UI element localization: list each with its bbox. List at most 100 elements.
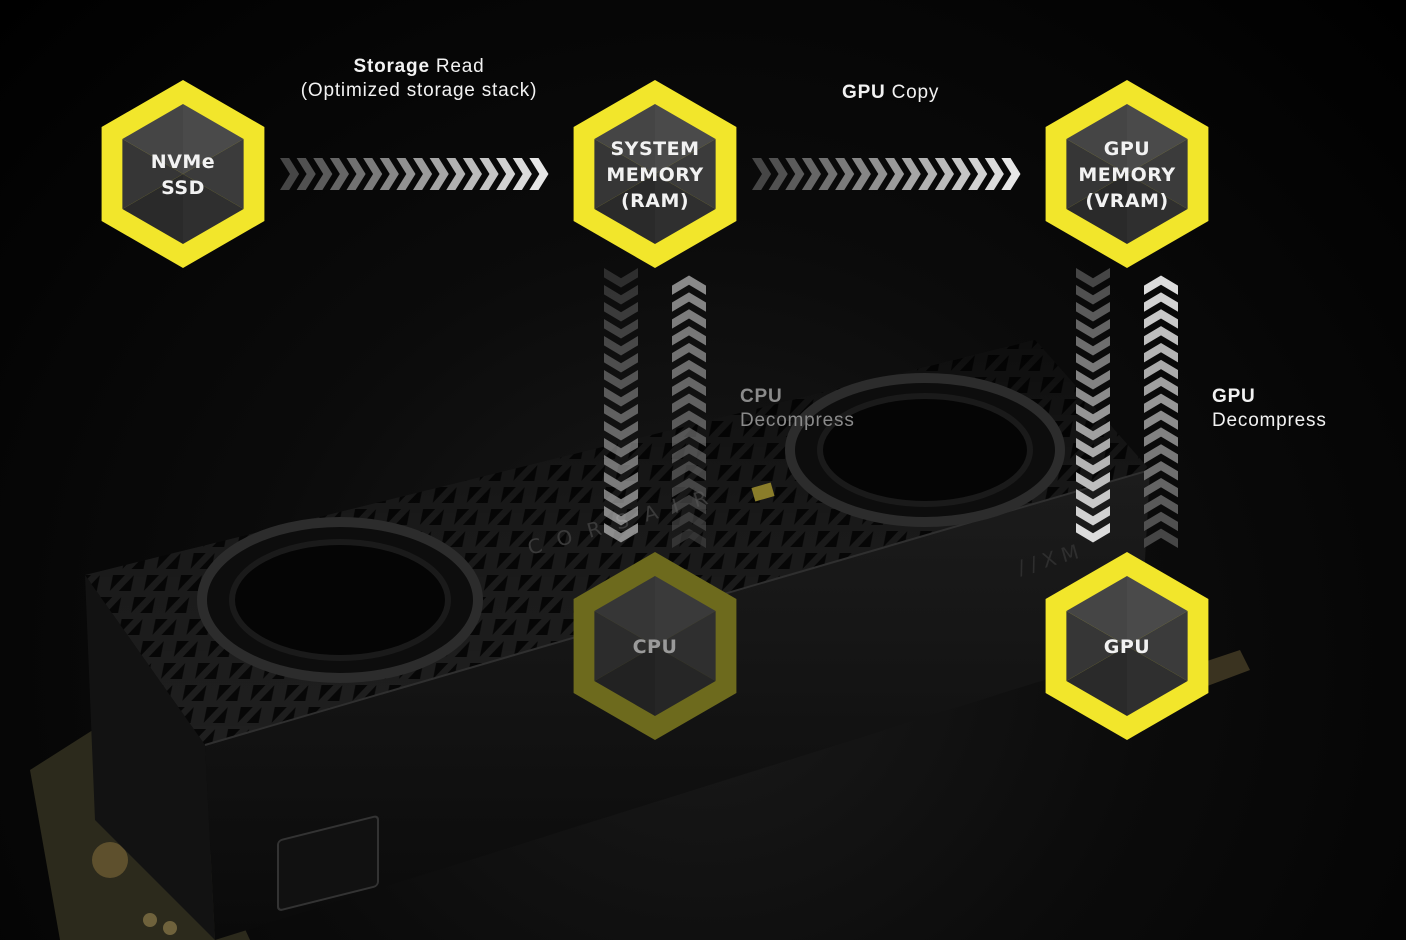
chevron (901, 158, 921, 190)
chevron (604, 506, 638, 526)
chevron (1144, 477, 1178, 498)
chevron (885, 158, 905, 190)
chevron (1076, 268, 1110, 288)
fan-ring-right (785, 373, 1065, 527)
gpu-copy-label: GPU Copy (842, 81, 939, 105)
chevron (280, 158, 300, 190)
chevron (1144, 309, 1178, 329)
chevron (1076, 523, 1110, 543)
gpu-copy-title-rest: Copy (885, 82, 940, 103)
hex-face (594, 611, 655, 681)
hex-face (122, 174, 183, 244)
chevron (1076, 319, 1110, 339)
chevron (1076, 489, 1110, 509)
chevron (672, 511, 706, 532)
chevron (346, 158, 366, 190)
cpu-decompress-title: CPU (740, 386, 783, 407)
cpu-node: CPU (573, 552, 737, 740)
chevron (329, 158, 349, 190)
hex-face (1127, 646, 1188, 716)
chevron (363, 158, 383, 190)
chevron (672, 528, 706, 548)
chevron (868, 158, 888, 190)
chevron (604, 421, 638, 441)
chevron (604, 336, 638, 356)
cpu-decompress-down-arrow (604, 268, 638, 543)
chevron (1076, 506, 1110, 526)
fan-ring-left (197, 517, 483, 683)
chevron (1144, 494, 1178, 515)
gpu-decompress-up-arrow (1144, 275, 1178, 548)
chevron (672, 444, 706, 464)
chevron (672, 309, 706, 329)
node-label-line: (RAM) (621, 190, 689, 212)
chevron (1076, 302, 1110, 322)
hex-face (1127, 139, 1188, 209)
chevron (672, 342, 706, 363)
chevron (1144, 410, 1178, 430)
chevron (672, 326, 706, 346)
chevron (1144, 326, 1178, 346)
chevron (768, 158, 788, 190)
node-label-line: CPU (633, 636, 678, 658)
chevron (296, 158, 316, 190)
hex-face (122, 104, 183, 174)
hex-face (1127, 576, 1188, 646)
chevron (604, 387, 638, 407)
hex-face (594, 174, 655, 244)
hex-face (655, 139, 716, 209)
hex-face (655, 104, 716, 174)
chevron (672, 393, 706, 413)
hex-face (183, 174, 244, 244)
chevron (672, 410, 706, 430)
chevron (1144, 342, 1178, 363)
hex-face (183, 139, 244, 209)
hex-face (1066, 174, 1127, 244)
gpu-decompress-label: GPU Decompress (1212, 385, 1327, 433)
chevron (496, 158, 516, 190)
chevron (1076, 353, 1110, 373)
chevron (604, 455, 638, 475)
chevron (672, 427, 706, 447)
node-label-line: SYSTEM (611, 138, 700, 160)
chevron (672, 477, 706, 498)
hex-face (183, 104, 244, 174)
chevron (1144, 511, 1178, 532)
chevron (604, 523, 638, 543)
chevron (604, 285, 638, 305)
chevron (1076, 472, 1110, 492)
chevron (429, 158, 449, 190)
storage-read-title-rest: Read (429, 56, 485, 77)
chevron (1144, 393, 1178, 413)
chevron (1076, 404, 1110, 424)
chevron (1076, 421, 1110, 441)
storage-read-arrow (280, 158, 549, 190)
chevron (918, 158, 938, 190)
hex-face (122, 139, 183, 209)
gpu-copy-arrow (752, 158, 1021, 190)
chevron (672, 359, 706, 380)
hex-face (1127, 611, 1188, 681)
cpu-decompress-label: CPU Decompress (740, 385, 855, 433)
chevron (801, 158, 821, 190)
chevron (1076, 455, 1110, 475)
chevron (446, 158, 466, 190)
chevron (1144, 376, 1178, 397)
node-label-line: GPU (1104, 138, 1150, 160)
chevron (1144, 292, 1178, 312)
hex-face (1066, 139, 1127, 209)
chevron (413, 158, 433, 190)
hex-face (594, 576, 655, 646)
chevron (379, 158, 399, 190)
hex-face (1066, 646, 1127, 716)
chevron (752, 158, 772, 190)
chevron (396, 158, 416, 190)
hex-face (1066, 576, 1127, 646)
brand-led (751, 482, 775, 502)
hex-face (1066, 611, 1127, 681)
chevron (529, 158, 549, 190)
chevron (818, 158, 838, 190)
